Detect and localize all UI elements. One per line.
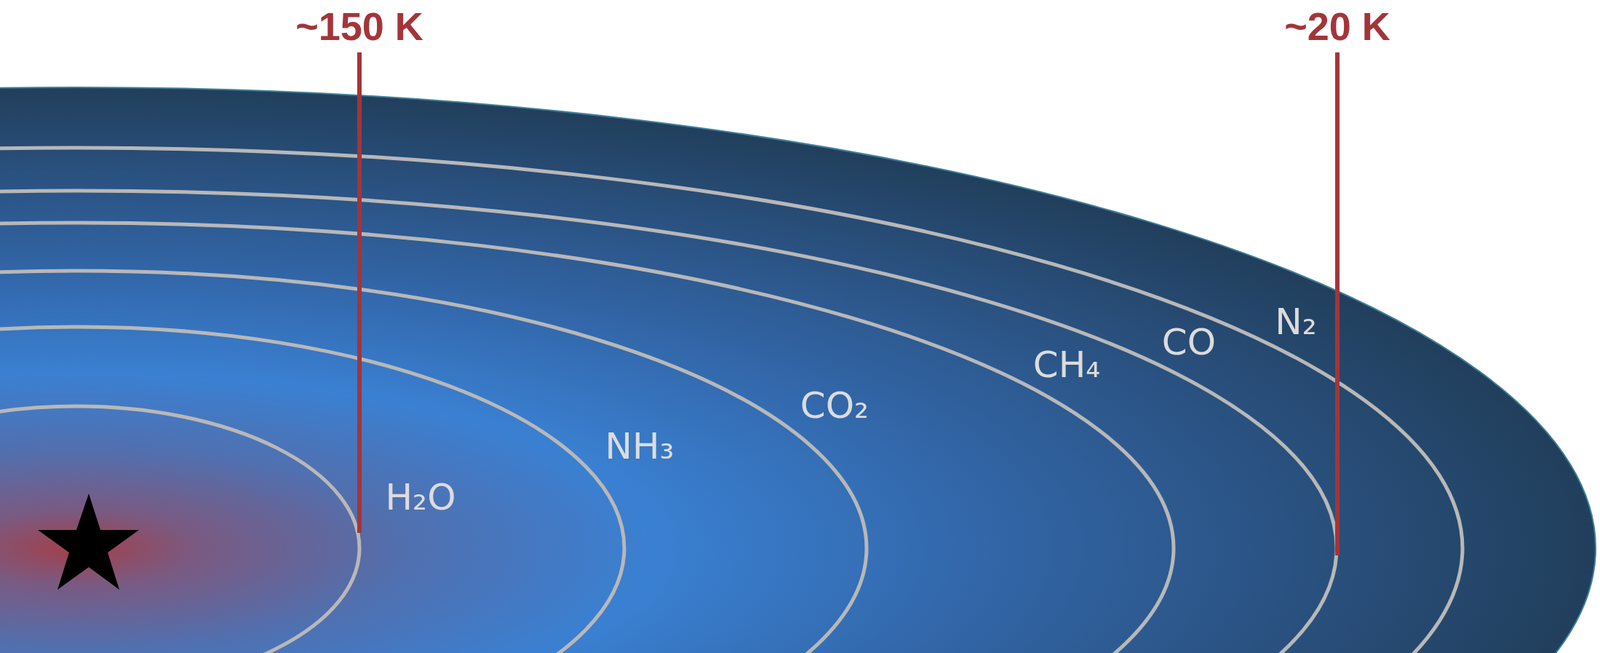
molecule-label: CO [1161, 323, 1216, 361]
h2o-ring [0, 406, 360, 653]
co-ring [0, 190, 1337, 653]
molecule-label: H₂O [385, 478, 457, 516]
temperature-label: ~20 K [1284, 6, 1391, 46]
n2-ring [0, 147, 1463, 653]
nh3-ring [0, 326, 625, 653]
star [37, 493, 139, 590]
disk [0, 87, 1596, 653]
molecule-label: CO₂ [800, 387, 869, 424]
ch4-ring [0, 222, 1174, 653]
temperature-marker [1335, 52, 1340, 556]
snow-lines [0, 147, 1463, 653]
temperature-label: ~150 K [295, 6, 424, 46]
temperature-marker [357, 52, 362, 533]
molecule-label: N₂ [1274, 303, 1317, 340]
molecule-label: CH₄ [1033, 346, 1101, 383]
co2-ring [0, 270, 867, 653]
molecule-label: NH₃ [604, 427, 674, 465]
